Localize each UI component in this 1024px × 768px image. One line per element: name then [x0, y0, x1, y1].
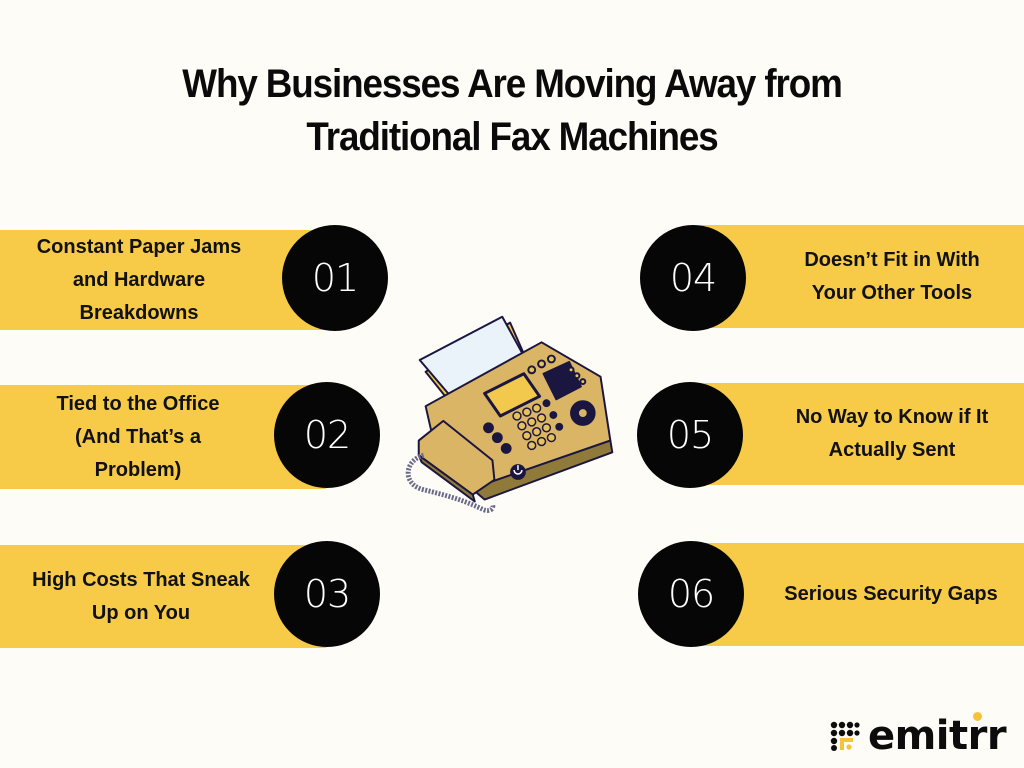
- fax-machine-icon: [405, 315, 614, 513]
- reason-text-line: Actually Sent: [828, 439, 956, 461]
- reason-text-line: Constant Paper Jams: [36, 235, 242, 258]
- reason-text-line: Problem): [94, 458, 182, 481]
- reason-card-04: Doesn’t Fit in With Your Other Tools: [700, 225, 1024, 328]
- reason-text-line: Your Other Tools: [811, 281, 973, 304]
- logo-accent-dot: [973, 712, 982, 721]
- page-title: Why Businesses Are Moving Away from Trad…: [41, 58, 983, 164]
- emitrr-logo-mark-icon: [830, 721, 860, 751]
- reason-card-05: No Way to Know if It Actually Sent: [700, 383, 1024, 485]
- reason-text-line: No Way to Know if It: [795, 406, 989, 428]
- reason-number-badge-03: 03: [274, 541, 380, 647]
- reason-number-badge-06: 06: [638, 541, 744, 647]
- reason-number-badge-02: 02: [274, 382, 380, 488]
- reason-card-06: Serious Security Gaps: [700, 543, 1024, 646]
- reason-number-badge-04: 04: [640, 225, 746, 331]
- reason-text-line: and Hardware: [72, 268, 206, 291]
- title-line-2: Traditional Fax Machines: [306, 115, 718, 159]
- reason-text-line: Breakdowns: [79, 301, 199, 324]
- reason-text-line: Up on You: [91, 601, 191, 624]
- reason-text-line: High Costs That Sneak: [32, 568, 250, 591]
- reason-number-badge-01: 01: [282, 225, 388, 331]
- brand-name: emitrr: [868, 712, 1007, 759]
- reason-card-01: Constant Paper Jams and Hardware Breakdo…: [0, 230, 330, 330]
- reason-text-line: Serious Security Gaps: [784, 583, 998, 605]
- brand-logo: emitrr: [830, 712, 1007, 759]
- reason-card-02: Tied to the Office (And That’s a Problem…: [0, 385, 326, 489]
- reason-text-line: Doesn’t Fit in With: [804, 248, 980, 271]
- reason-text-line: (And That’s a: [75, 425, 201, 448]
- reason-card-03: High Costs That Sneak Up on You: [0, 545, 326, 648]
- title-line-1: Why Businesses Are Moving Away from: [182, 62, 842, 106]
- reason-text-line: Tied to the Office: [56, 392, 220, 415]
- reason-number-badge-05: 05: [637, 382, 743, 488]
